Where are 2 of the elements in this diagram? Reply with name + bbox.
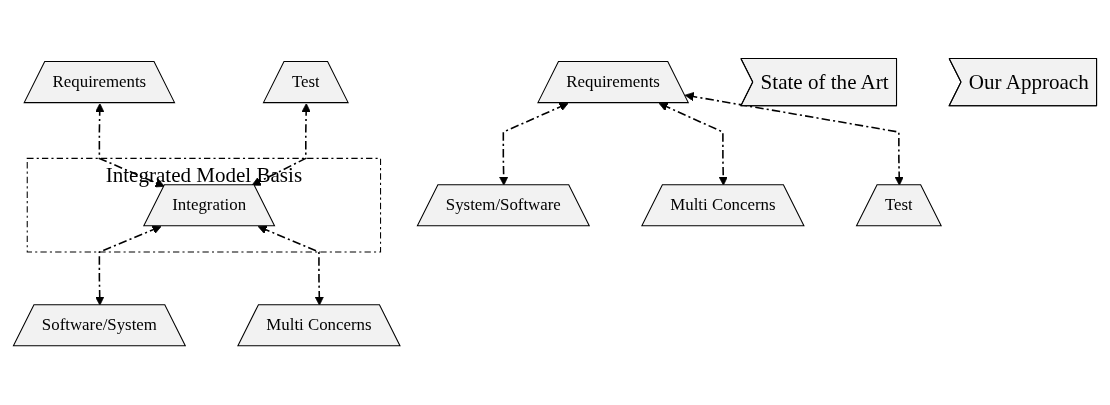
- arrow: [95, 103, 165, 188]
- arrow: [251, 103, 311, 187]
